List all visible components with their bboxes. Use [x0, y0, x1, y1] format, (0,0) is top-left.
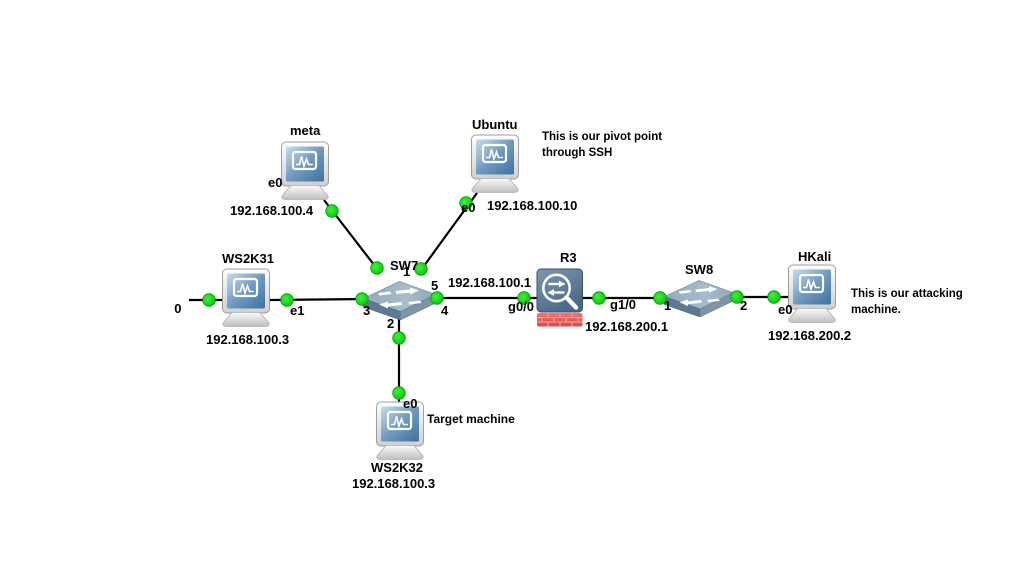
iface-label-ws2k31-e1: e1 [290, 303, 305, 318]
link-status-dot [202, 293, 216, 307]
port-label-sw7-4: 4 [441, 303, 449, 318]
ip-label-r3-outside: 192.168.200.1 [585, 319, 669, 334]
link-status-dot [414, 262, 428, 276]
annotation-attacking-machine: This is our attacking machine. [851, 287, 963, 318]
port-label-sw8-1: 1 [664, 298, 672, 313]
iface-label-ws2k31-e0-text: e0 [174, 302, 182, 316]
ip-label-hkali: 192.168.200.2 [768, 328, 852, 343]
port-label-sw8-2: 2 [740, 298, 748, 313]
link-status-dot [767, 290, 781, 304]
link-status-dot [459, 196, 473, 210]
iface-label-ws2k31-e0: e0 [174, 302, 191, 317]
node-label-sw7: SW7 [390, 258, 419, 273]
node-label-meta: meta [290, 123, 321, 138]
ip-label-ws2k32: 192.168.100.3 [352, 476, 436, 491]
iface-label-r3-g10: g1/0 [610, 297, 637, 312]
iface-label-r3-g00: g0/0 [508, 299, 535, 314]
link-status-dot [392, 386, 406, 400]
annotation-attacking-line2: machine. [851, 303, 901, 316]
link-status-dot [730, 290, 744, 304]
link-status-dot [325, 204, 339, 218]
port-label-sw7-3: 3 [363, 303, 371, 318]
iface-label-meta-e0: e0 [268, 175, 283, 190]
annotation-pivot-line1: This is our pivot point [542, 131, 663, 143]
port-label-sw7-2: 2 [387, 316, 395, 331]
ip-label-r3-inside: 192.168.100.1 [448, 275, 532, 290]
link-status-dot [517, 291, 531, 305]
annotation-pivot-point: This is our pivot point through SSH [542, 130, 662, 161]
iface-label-ubuntu-e0: e0 [461, 200, 476, 215]
annotation-pivot-line2: through SSH [542, 146, 613, 159]
ip-label-ubuntu: 192.168.100.10 [487, 198, 578, 213]
node-label-hkali: HKali [798, 249, 832, 264]
link-status-dot [653, 291, 667, 305]
link-status-dot [280, 293, 294, 307]
iface-label-hkali-e0: e0 [778, 302, 793, 317]
ip-label-meta: 192.168.100.4 [230, 203, 314, 218]
port-label-sw7-5: 5 [431, 278, 439, 293]
ip-label-ws2k31: 192.168.100.3 [206, 332, 290, 347]
link-status-dot [392, 331, 406, 345]
node-label-ws2k32: WS2K32 [371, 460, 424, 475]
link-status-dot [430, 291, 444, 305]
link-status-dot [592, 291, 606, 305]
node-label-ws2k31: WS2K31 [222, 251, 275, 266]
link-status-dot [370, 261, 384, 275]
annotation-attacking-line1: This is our attacking [851, 288, 963, 300]
annotation-target-machine: Target machine [427, 412, 515, 426]
node-label-r3: R3 [560, 250, 577, 265]
node-label-sw8: SW8 [685, 262, 714, 277]
link-status-dot [355, 292, 369, 306]
iface-label-ws2k32-e0: e0 [403, 396, 418, 411]
port-label-sw7-1: 1 [403, 264, 411, 279]
node-label-ubuntu: Ubuntu [472, 117, 518, 132]
